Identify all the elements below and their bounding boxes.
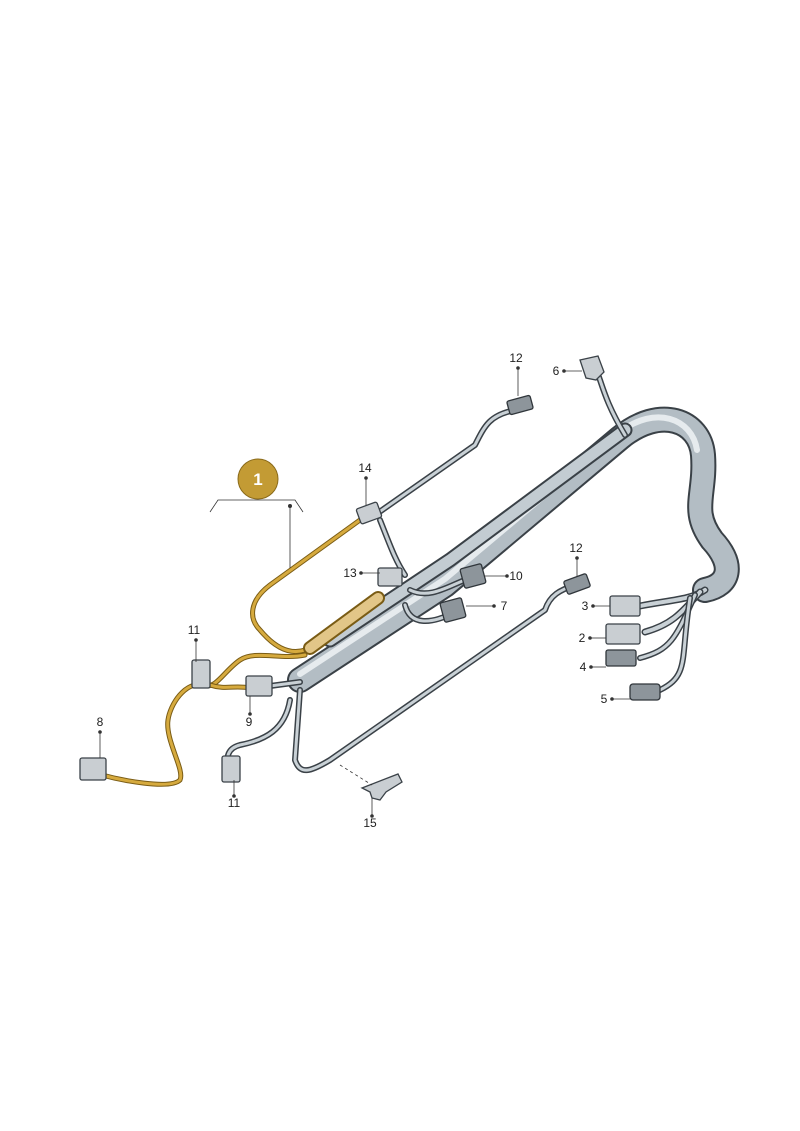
svg-text:5: 5 [601, 692, 608, 706]
callout-10: 10 [484, 569, 523, 583]
callout-8: 8 [97, 715, 104, 758]
svg-text:11: 11 [188, 623, 201, 637]
svg-text:3: 3 [582, 599, 589, 613]
clip-15 [339, 764, 403, 801]
svg-text:4: 4 [580, 660, 587, 674]
highlighted-wire-item-1 [99, 517, 363, 787]
connector-4 [605, 649, 637, 667]
branch-wires [224, 367, 709, 774]
callout-6: 6 [553, 364, 582, 378]
svg-text:7: 7 [501, 599, 508, 613]
connector-3 [609, 595, 641, 617]
svg-text:8: 8 [97, 715, 104, 729]
callout-12-top: 12 [509, 351, 523, 396]
main-harness-trunk [287, 406, 740, 693]
secondary-harness-tube [322, 422, 633, 648]
callout-7: 7 [466, 599, 508, 613]
connector-7 [439, 597, 467, 623]
connector-12-right [563, 573, 591, 595]
svg-text:10: 10 [509, 569, 523, 583]
callout-11-left: 11 [188, 623, 201, 662]
connector-10 [459, 563, 487, 589]
callout-2: 2 [579, 631, 606, 645]
connector-11-bottom [221, 755, 241, 783]
connector-12-top [506, 394, 534, 416]
connector-6 [579, 355, 605, 381]
callout-11-bottom: 11 [228, 780, 241, 810]
callout-13: 13 [343, 566, 380, 580]
item-1-badge-label: 1 [253, 470, 262, 489]
svg-text:9: 9 [246, 715, 253, 729]
callout-14: 14 [358, 461, 372, 505]
svg-text:13: 13 [343, 566, 357, 580]
callout-3: 3 [582, 599, 610, 613]
callout-4: 4 [580, 660, 606, 674]
svg-text:6: 6 [553, 364, 560, 378]
callout-15: 15 [363, 798, 377, 830]
connector-2 [605, 623, 641, 645]
connector-13 [377, 567, 403, 587]
svg-text:14: 14 [358, 461, 372, 475]
svg-text:15: 15 [363, 816, 377, 830]
svg-text:12: 12 [569, 541, 583, 555]
connector-11-left [191, 659, 211, 689]
svg-text:12: 12 [509, 351, 523, 365]
connector-8 [79, 757, 107, 781]
callout-5: 5 [601, 692, 630, 706]
highlighted-sleeve [303, 591, 385, 655]
connector-9 [245, 675, 273, 697]
callout-9: 9 [246, 696, 253, 729]
callout-12-right: 12 [569, 541, 583, 577]
svg-text:11: 11 [228, 796, 241, 810]
connector-5 [629, 683, 661, 701]
connector-14 [355, 501, 383, 525]
item-1-badge: 1 [209, 458, 304, 568]
svg-text:2: 2 [579, 631, 586, 645]
